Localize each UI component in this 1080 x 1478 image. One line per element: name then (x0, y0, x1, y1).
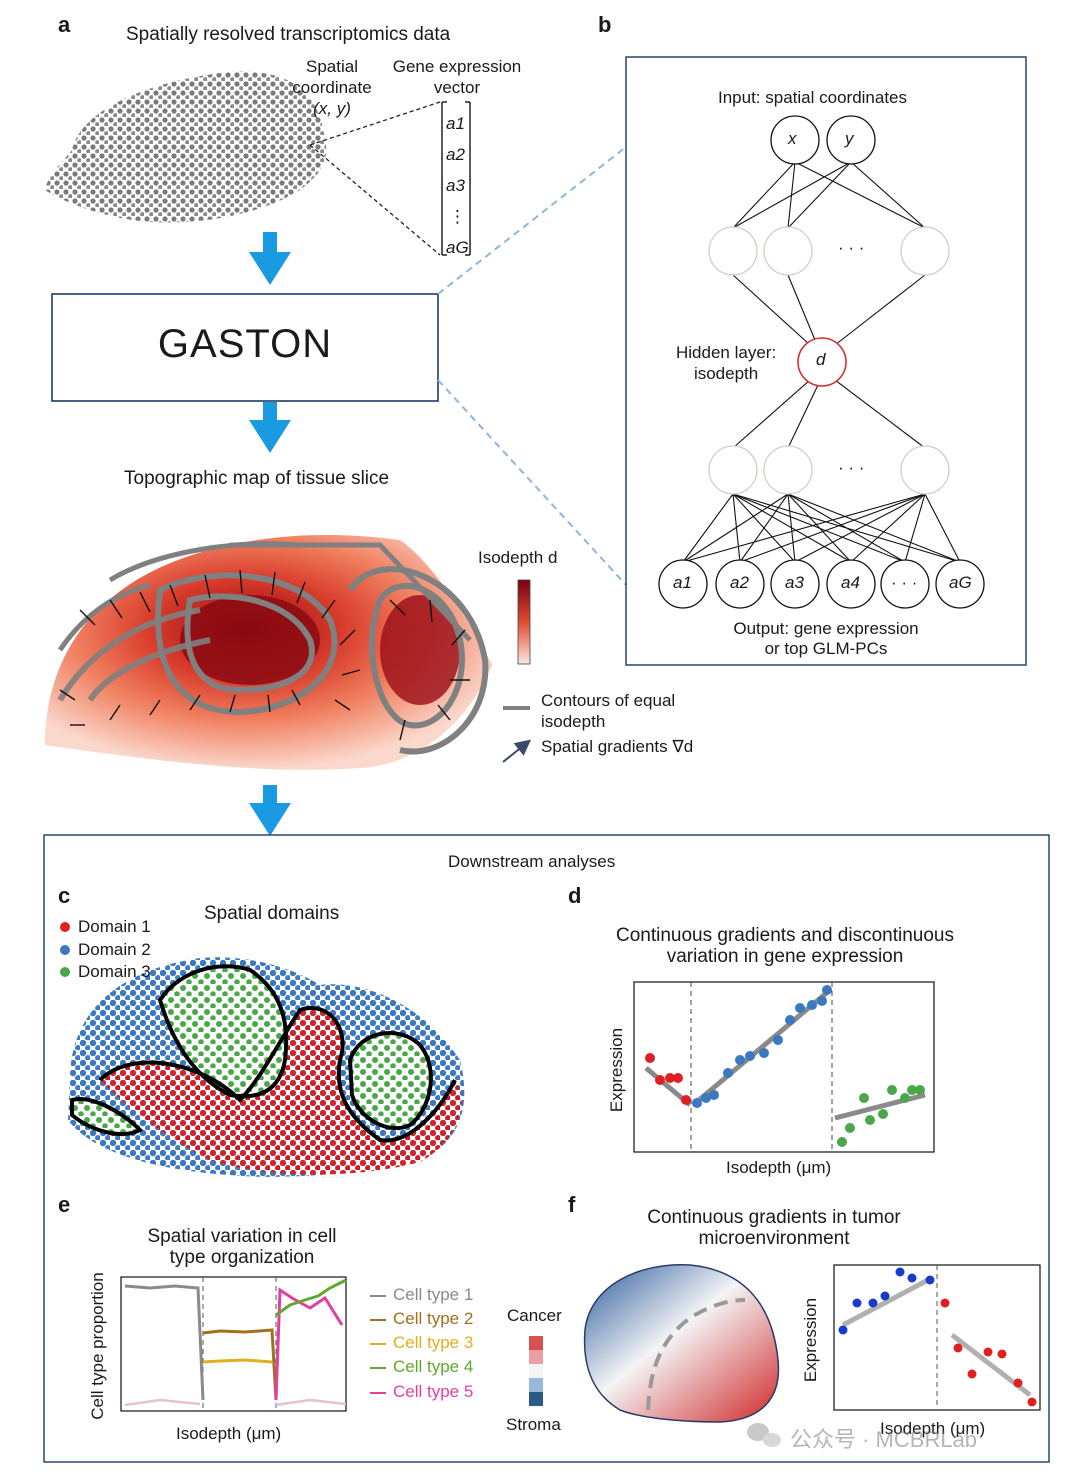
hidden2-node-2 (763, 445, 813, 495)
tumor-region (583, 1264, 780, 1423)
hidden-layer-label: Hidden layer: isodepth (676, 343, 777, 383)
spatial-coordinate-label: Spatial coordinate (x, y) (292, 57, 372, 118)
gene-expression-vector-label: Gene expression vector (392, 57, 522, 97)
panel-e-title: Spatial variation in cell type organizat… (147, 1226, 337, 1268)
output-node-4 (826, 559, 876, 609)
vector-entry-1: a1 (446, 114, 465, 133)
hidden2-dots: · · · (838, 458, 865, 477)
panel-f-plot (833, 1264, 1041, 1411)
hidden2-node-1 (708, 445, 758, 495)
cancer-label: Cancer (507, 1306, 562, 1325)
topographic-map (45, 535, 492, 770)
panel-b-box (625, 56, 1027, 666)
hidden2-node-3 (900, 445, 950, 495)
output-node-6 (935, 559, 985, 609)
panel-d-title: Continuous gradients and discontinuous v… (615, 925, 954, 967)
hidden1-node-1 (708, 226, 758, 276)
vector-entry-5: aG (446, 238, 469, 257)
topographic-map-title: Topographic map of tissue slice (124, 468, 390, 489)
panel-c-letter: c (58, 883, 71, 908)
cell-type-legend-3: Cell type 3 (393, 1333, 474, 1352)
legend-gradients: Spatial gradients ∇d (541, 737, 694, 756)
panel-f-letter: f (568, 1192, 576, 1217)
panel-d-ylabel: Expression (607, 1027, 626, 1113)
cell-type-legend-1: Cell type 1 (393, 1285, 474, 1304)
domain-legend-3: Domain 3 (78, 962, 151, 981)
input-node-x (770, 115, 820, 165)
vector-entry-4: ⋮ (449, 207, 466, 226)
legend-contours: Contours of equal isodepth (541, 691, 676, 731)
input-label: Input: spatial coordinates (718, 88, 908, 107)
cell-type-legend-2: Cell type 2 (393, 1309, 474, 1328)
panel-b-letter: b (598, 12, 612, 37)
hidden1-node-2 (763, 226, 813, 276)
panel-f-title: Continuous gradients in tumor microenvir… (647, 1207, 901, 1249)
vector-entries: a1 a2 a3 ⋮ aG (446, 108, 469, 263)
output-node-5 (880, 559, 930, 609)
gaston-label: GASTON (157, 322, 333, 366)
flow-arrow-1 (249, 232, 291, 285)
isodepth-node-d (797, 337, 847, 387)
flow-arrow-2 (249, 402, 291, 453)
panel-f-xlabel: Isodepth (μm) (880, 1419, 986, 1438)
hidden1-dots: · · · (838, 238, 865, 257)
downstream-title: Downstream analyses (448, 852, 616, 871)
output-node-5-label: · · · (891, 573, 918, 592)
domain-legend-2: Domain 2 (78, 940, 151, 959)
output-node-4-label: a4 (841, 573, 860, 592)
output-node-2-label: a2 (730, 573, 749, 592)
input-node-y-label: y (845, 129, 854, 148)
input-node-y (826, 115, 876, 165)
stroma-label: Stroma (506, 1415, 561, 1434)
panel-e-xlabel: Isodepth (μm) (176, 1424, 282, 1443)
panel-a-title: Spatially resolved transcriptomics data (126, 24, 451, 45)
watermark: 公众号 · MCBRLab (790, 1427, 978, 1452)
input-node-x-label: x (788, 129, 797, 148)
vector-entry-3: a3 (446, 176, 465, 195)
panel-e-letter: e (58, 1192, 71, 1217)
vector-entry-2: a2 (446, 145, 465, 164)
gaston-box (51, 293, 439, 402)
panel-c-title: Spatial domains (204, 903, 340, 924)
flow-arrow-3 (249, 785, 291, 836)
panel-d-plot (633, 981, 935, 1153)
panel-e-plot (120, 1276, 386, 1412)
cell-type-legend-4: Cell type 4 (393, 1357, 474, 1376)
panel-f-ylabel: Expression (801, 1297, 820, 1383)
hidden1-node-3 (900, 226, 950, 276)
output-label: Output: gene expression or top GLM-PCs (733, 619, 919, 658)
cell-type-legend-5: Cell type 5 (393, 1382, 474, 1401)
cancer-stroma-bar (529, 1336, 543, 1406)
output-node-1 (658, 559, 708, 609)
domain-legend-1: Domain 1 (78, 917, 151, 936)
spatial-domains-map (68, 957, 465, 1177)
downstream-box (43, 834, 1050, 1463)
output-node-6-label: aG (949, 573, 972, 592)
isodepth-colorbar (517, 579, 531, 665)
panel-d-xlabel: Isodepth (μm) (726, 1158, 832, 1177)
tissue-scatter-gray (45, 71, 327, 223)
isodepth-node-label: d (816, 350, 826, 369)
panel-a-letter: a (58, 12, 71, 37)
output-node-2 (715, 559, 765, 609)
output-node-3-label: a3 (785, 573, 804, 592)
colorbar-title: Isodepth d (478, 548, 558, 567)
output-node-3 (770, 559, 820, 609)
panel-e-ylabel: Cell type proportion (88, 1272, 107, 1420)
wechat-icon (747, 1423, 781, 1447)
output-node-1-label: a1 (673, 573, 692, 592)
panel-d-letter: d (568, 883, 582, 908)
